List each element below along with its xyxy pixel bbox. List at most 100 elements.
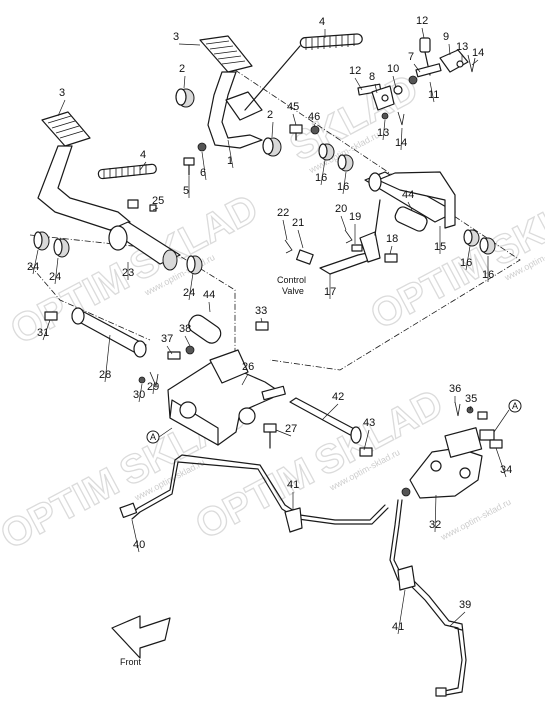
front-direction-arrow: Front [111,615,171,667]
part-label-p35: 35 [465,393,477,405]
part-label-p17: 17 [324,286,336,298]
brake-valve-assembly [119,401,503,697]
callout-leader-p44b [208,301,211,313]
part-label-p36: 36 [449,383,461,395]
callout-leader-p20 [340,215,347,231]
part-label-p31: 31 [37,327,49,339]
watermark-url: www.optim-sklad.ru [438,497,512,543]
part-label-p34: 34 [500,464,512,476]
callout-leader-p18 [389,245,393,255]
part-label-p10: 10 [387,63,399,75]
part-label-p18: 18 [386,233,398,245]
watermark-brand: SKLAD [283,66,425,170]
part-label-p1: 1 [227,155,233,167]
part-label-p16c: 16 [460,257,472,269]
callout-leader-p21 [297,229,304,249]
part-label-p12b: 12 [349,65,361,77]
part-label-p45: 45 [287,101,299,113]
part-label-p14b: 14 [395,137,407,149]
part-label-p44b: 44 [203,289,215,301]
part-label-p33: 33 [255,305,267,317]
part-label-p39: 39 [459,599,471,611]
part-label-p5: 5 [183,185,189,197]
part-label-p14a: 14 [472,47,484,59]
part-label-p15: 15 [434,241,446,253]
callout-leader-p38 [184,335,191,347]
svg-text:A: A [150,432,156,442]
callout-leader-p7 [413,63,421,73]
part-label-p28: 28 [99,369,111,381]
part-label-p20: 20 [335,203,347,215]
part-label-p30: 30 [133,389,145,401]
callout-leader-p14b [400,127,403,151]
callout-leader-p6 [201,151,207,181]
callout-leader-p13b [382,119,386,141]
callout-leader-p11 [429,81,435,103]
callout-leader-p24b [54,257,59,285]
callout-leader-p35 [469,405,472,411]
part-label-p32: 32 [429,519,441,531]
part-label-p3a: 3 [173,31,179,43]
part-label-p29: 29 [147,381,159,393]
callout-leader-p16a [320,159,326,186]
lower-linkage [44,307,373,457]
callout-leader-p31 [42,319,51,341]
part-label-p11: 11 [428,89,439,101]
part-label-p40: 40 [133,539,145,551]
part-label-p2a: 2 [179,63,185,75]
part-label-p24b: 24 [49,271,61,283]
part-label-p13b: 13 [377,127,389,139]
part-label-p4b: 4 [140,149,146,161]
callout-leader-p43 [363,429,370,451]
part-label-p16d: 16 [482,269,494,281]
callout-leader-p44a [407,201,413,211]
part-label-p3b: 3 [59,87,65,99]
watermark-brand: OPTIM [364,240,497,338]
callout-leader-p8 [374,83,378,94]
part-label-p43: 43 [363,417,375,429]
control-valve-label: Valve [282,286,304,296]
control-valve-label: Control [277,275,306,285]
part-label-p38: 38 [179,323,191,335]
part-label-p44a: 44 [402,189,414,201]
part-label-p13a: 13 [456,41,468,53]
callout-leader-p46 [313,123,316,128]
callout-leader-p12a [421,27,425,39]
callout-leader-p10 [392,75,397,89]
rod-end-assembly [357,37,476,126]
part-label-p27: 27 [285,423,297,435]
callout-leader-p16b [342,171,347,195]
svg-text:A: A [512,401,518,411]
part-label-p24a: 24 [27,261,39,273]
callout-leader-p3b [57,99,66,117]
part-label-p7: 7 [408,51,414,63]
part-label-p9: 9 [443,31,449,43]
part-label-p26: 26 [242,361,254,373]
part-label-p2b: 2 [267,109,273,121]
part-label-p12a: 12 [416,15,428,27]
callout-leader-p2b [271,121,274,138]
callout-leader-p37 [166,345,173,355]
callout-leader-p4b [139,161,147,171]
callout-leader-p27 [275,429,292,437]
callout-leader-p9 [448,43,451,56]
part-label-p8: 8 [369,71,375,83]
callout-leader-p32 [434,494,437,533]
upper-pedal-assembly [175,33,363,176]
callout-leader-p30 [138,383,143,403]
reference-marker-a: A [493,399,522,433]
part-label-p41a: 41 [287,479,299,491]
callout-leader-p1 [227,139,234,169]
callout-leader-p22 [282,219,288,241]
callout-leader-p33 [260,317,263,323]
callout-leader-p26 [241,373,249,386]
part-label-p22: 22 [277,207,289,219]
callout-leader-p40 [131,519,140,553]
callout-leader-p24c [188,272,194,301]
cross-shaft [284,124,496,275]
part-label-p42: 42 [332,391,344,403]
callout-leader-p2a [183,75,186,89]
part-label-p16a: 16 [315,172,327,184]
